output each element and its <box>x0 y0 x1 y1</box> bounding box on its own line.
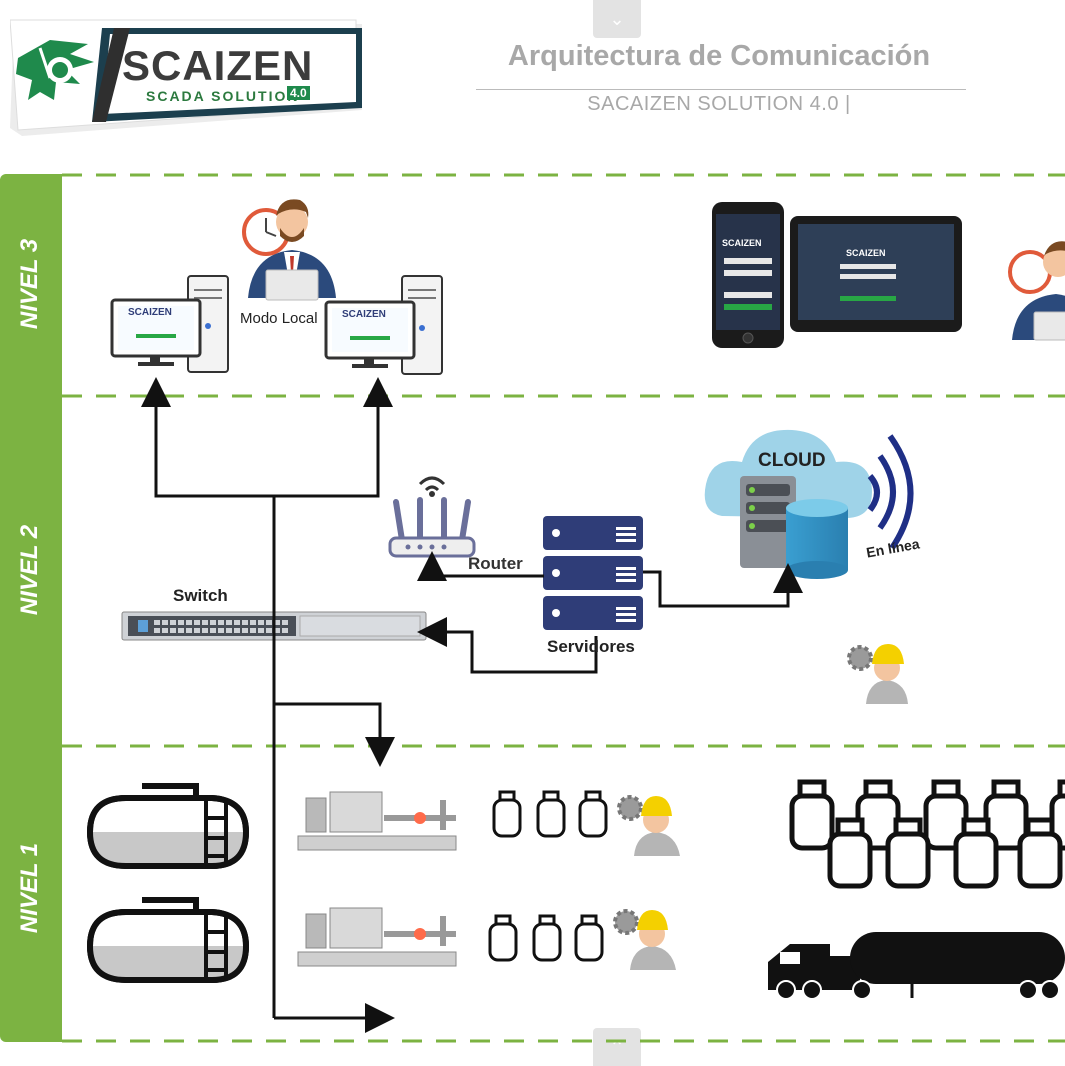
logo-tagline: SCADA SOLUTION <box>146 88 300 104</box>
modo-local-label: Modo Local <box>240 310 318 327</box>
logo-brand: SCAIZEN <box>122 42 314 89</box>
workstation-right <box>324 275 443 375</box>
switch-label: Switch <box>173 586 228 605</box>
tanker-truck <box>768 932 1065 1000</box>
level-2-strip: NIVEL 2 <box>0 396 62 746</box>
monitor-right-brand: SCAIZEN <box>342 309 386 320</box>
monitor-left-brand: SCAIZEN <box>128 307 172 318</box>
chevron-down-icon: ⌄ <box>609 8 625 29</box>
link-bus-right-ws <box>274 377 393 498</box>
storage-tank-2 <box>86 897 250 983</box>
aztec-head-icon <box>16 40 94 100</box>
gear-icon <box>847 645 873 671</box>
logo-version: 4.0 <box>287 86 310 100</box>
worker-icon <box>634 832 680 856</box>
gear-icon <box>613 909 639 935</box>
gas-cylinder-icon <box>532 922 562 962</box>
process-skid-2 <box>297 907 457 967</box>
level-3-strip: NIVEL 3 <box>0 174 62 396</box>
operator-local <box>242 199 336 301</box>
link-server-switch <box>417 617 598 674</box>
tablet <box>790 216 962 332</box>
mobile-phone <box>712 202 784 348</box>
level-separators <box>62 173 1065 1043</box>
tablet-screen-brand: SCAIZEN <box>846 248 886 258</box>
operator-remote <box>1008 241 1065 341</box>
connection-lines <box>141 377 803 1033</box>
worker-icon <box>866 680 908 704</box>
link-bus-left-ws <box>141 377 274 498</box>
gas-cylinder-icon <box>536 798 566 838</box>
workstation-left <box>110 275 229 373</box>
worker-level1-top <box>617 795 680 856</box>
router <box>388 476 476 558</box>
worker-level2 <box>847 644 908 704</box>
link-server-router <box>417 551 544 581</box>
gas-cylinder-icon <box>488 922 518 962</box>
wifi-icon <box>418 476 446 486</box>
gear-icon <box>617 795 643 821</box>
gas-cylinder-icon <box>578 798 608 838</box>
link-server-cloud <box>643 563 803 608</box>
gas-cylinders-row-1 <box>492 790 608 838</box>
servers <box>543 516 643 630</box>
router-label: Router <box>468 554 523 573</box>
gas-cylinder-icon <box>492 798 522 838</box>
gas-cylinder-cluster <box>789 779 1065 889</box>
gas-cylinders-row-2 <box>488 914 604 962</box>
nav-up-tab[interactable]: ⌄ <box>593 0 641 38</box>
link-bus-level1-top <box>274 702 395 767</box>
servers-label: Servidores <box>547 637 635 656</box>
storage-tank-1 <box>86 783 250 869</box>
page-subtitle: SACAIZEN SOLUTION 4.0 | <box>587 93 851 115</box>
title-divider <box>476 89 966 90</box>
phone-screen-brand: SCAIZEN <box>722 238 762 248</box>
cloud-label: CLOUD <box>758 450 826 471</box>
process-skid-1 <box>297 791 457 851</box>
worker-level1-bottom <box>613 909 676 970</box>
page-title: Arquitectura de Comunicación <box>507 40 931 72</box>
gas-cylinder-icon <box>574 922 604 962</box>
switch-ports <box>154 620 288 633</box>
worker-icon <box>630 946 676 970</box>
level-1-strip: NIVEL 1 <box>0 746 62 1042</box>
logo: SCAIZEN SCADA SOLUTION 4.0 <box>9 18 362 136</box>
